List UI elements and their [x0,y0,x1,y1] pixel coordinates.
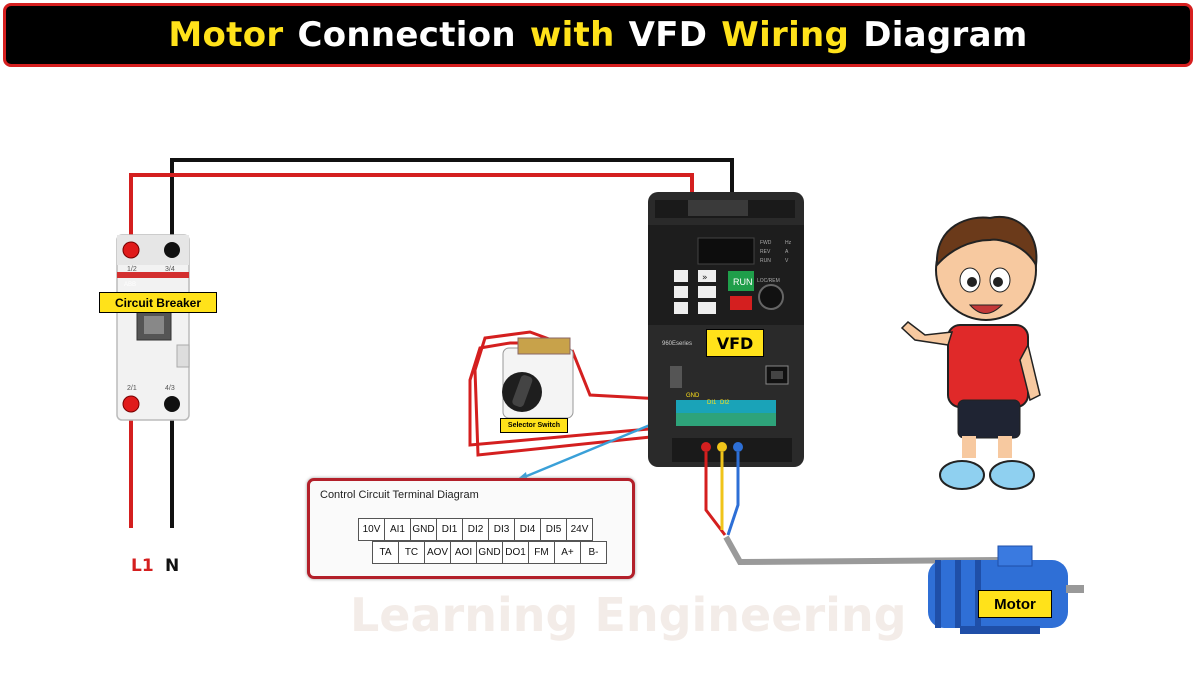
terminal-cell: DI5 [540,518,567,541]
terminal-row-top: 10V AI1 GND DI1 DI2 DI3 DI4 DI5 24V [358,518,593,541]
title-word-vfd: VFD [628,15,708,55]
output-terminal-v [717,442,727,452]
vfd-di2-label: DI2 [720,400,730,406]
control-terminal-diagram: Control Circuit Terminal Diagram 10V AI1… [307,478,635,579]
terminal-cell: TA [372,541,399,564]
line-l1-label: L1 [131,556,154,576]
vfd-gnd-label: GND [686,393,700,399]
terminal-cell: FM [528,541,555,564]
terminal-cell: 10V [358,518,385,541]
breaker-terminal-1-2: 1/2 [127,266,137,273]
terminal-diagram-title: Control Circuit Terminal Diagram [320,489,479,501]
circuit-breaker: ABB 1/2 3/4 2/1 4/3 [116,234,190,421]
terminal-cell: TC [398,541,425,564]
live-supply-wire [129,173,694,248]
terminal-cell: 24V [566,518,593,541]
terminal-cell: DI2 [462,518,489,541]
vfd-led-a: A [785,249,789,255]
vfd-led-v: V [785,258,789,264]
vfd-led-run: RUN [760,258,771,264]
terminal-cell: GND [476,541,503,564]
breaker-terminal-bottom-right [164,396,180,412]
watermark: Learning Engineering [350,588,907,642]
title-word-diagram: Diagram [863,15,1028,55]
terminal-cell: DI1 [436,518,463,541]
output-terminal-w [733,442,743,452]
motor-wire-u [704,452,727,536]
breaker-brand: ABB [124,282,136,288]
neutral-supply-wire [170,158,734,248]
run-button-icon [728,271,754,291]
vfd-led-rev: REV [760,249,771,255]
potentiometer-knob-icon [758,284,784,310]
breaker-terminal-4-3: 4/3 [165,385,175,392]
breaker-terminal-top-left [122,241,140,259]
vfd-loc-rem: LOC/REM [757,278,780,284]
terminal-cell: DI4 [514,518,541,541]
terminal-cell: GND [410,518,437,541]
terminal-cell: DO1 [502,541,529,564]
title-word-with: with [529,15,615,55]
vfd-led-fwd: FWD [760,240,772,246]
title-bar: Motor Connection with VFD Wiring Diagram [3,3,1193,67]
motor-wire-w [726,452,740,536]
selector-switch [502,337,574,419]
vfd-label: VFD [706,329,764,357]
selector-switch-label: Selector Switch [500,418,568,433]
breaker-terminal-2-1: 2/1 [127,385,137,392]
terminal-cell: AOV [424,541,451,564]
breaker-terminal-bottom-left [122,395,140,413]
breaker-terminal-top-right [164,242,180,258]
vfd-display [697,237,755,265]
terminal-row-bottom: TA TC AOV AOI GND DO1 FM A+ B- [372,541,607,564]
terminal-cell: A+ [554,541,581,564]
vfd-led-hz: Hz [785,240,792,246]
nav-arrow-icons: » [702,273,708,283]
terminal-cell: AOI [450,541,477,564]
terminal-cell: AI1 [384,518,411,541]
terminal-cell: B- [580,541,607,564]
vfd-run-key: RUN [733,277,753,287]
motor-conduit [723,535,1001,566]
neutral-n-label: N [165,556,180,576]
motor-label: Motor [978,590,1052,618]
terminal-cell: DI3 [488,518,515,541]
output-terminal-u [701,442,711,452]
title-word-wiring: Wiring [721,15,850,55]
vfd-model: 960Eseries [662,341,692,347]
pointer-line [521,423,651,480]
vfd-di1-label: DI1 [707,400,717,406]
breaker-terminal-3-4: 3/4 [165,266,175,273]
cartoon-boy-illustration [900,215,1041,490]
title-word-motor: Motor [168,15,284,55]
title-word-connection: Connection [297,15,516,55]
circuit-breaker-label: Circuit Breaker [99,292,217,313]
